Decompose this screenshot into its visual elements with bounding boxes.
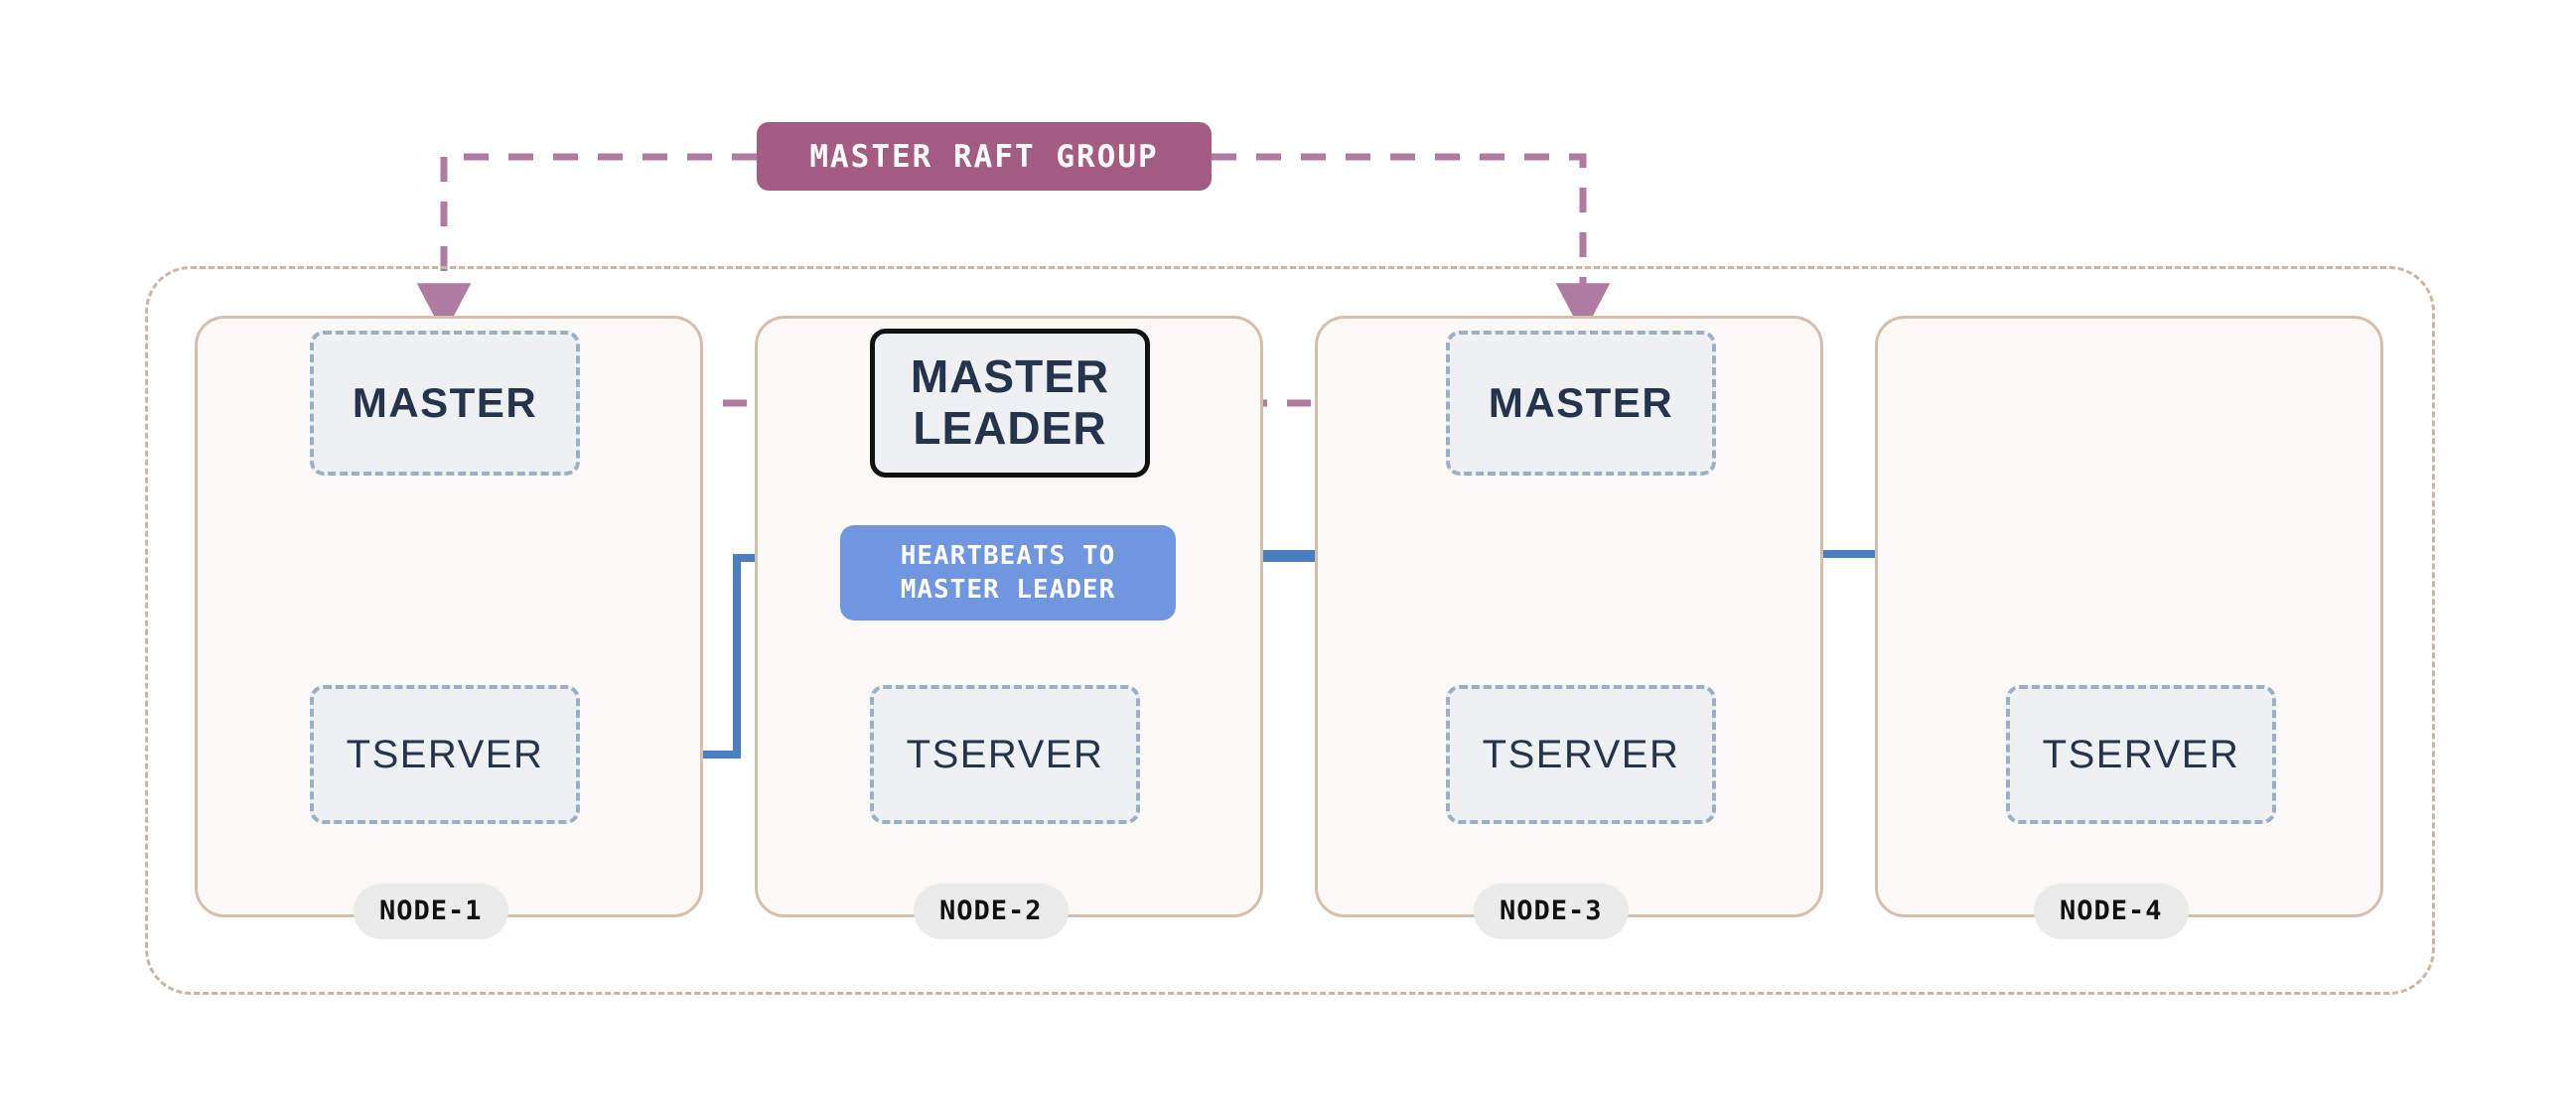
master-leader-box-node-2[interactable]: MASTER LEADER [870,329,1150,478]
master-label-node-1: MASTER [352,379,538,426]
master-label-node-3: MASTER [1488,379,1674,426]
tserver-label-node-3: TSERVER [1482,732,1680,776]
node-label-node-3: NODE-3 [1474,884,1629,939]
master-leader-label-node-2: MASTER LEADER [911,351,1109,454]
master-box-node-3[interactable]: MASTER [1446,331,1716,476]
node-label-node-2: NODE-2 [914,884,1069,939]
heartbeats-label-line2: MASTER LEADER [900,575,1116,605]
master-raft-group-badge[interactable]: MASTER RAFT GROUP [757,122,1212,191]
master-raft-group-label: MASTER RAFT GROUP [809,138,1159,175]
master-box-node-1[interactable]: MASTER [310,331,580,476]
tserver-box-node-1[interactable]: TSERVER [310,685,580,824]
master-leader-label-line1: MASTER [910,350,1110,403]
tserver-label-node-4: TSERVER [2042,732,2240,776]
heartbeats-label-line1: HEARTBEATS TO [900,540,1116,571]
tserver-label-node-1: TSERVER [346,732,544,776]
master-leader-label-line2: LEADER [913,402,1107,454]
heartbeats-badge[interactable]: HEARTBEATS TO MASTER LEADER [840,525,1176,621]
node-card-node-4[interactable] [1875,316,2383,917]
tserver-label-node-2: TSERVER [906,732,1104,776]
cluster-boundary [145,266,2435,995]
tserver-box-node-3[interactable]: TSERVER [1446,685,1716,824]
tserver-box-node-4[interactable]: TSERVER [2006,685,2276,824]
tserver-box-node-2[interactable]: TSERVER [870,685,1140,824]
node-label-node-4: NODE-4 [2034,884,2189,939]
node-label-node-1: NODE-1 [354,884,508,939]
